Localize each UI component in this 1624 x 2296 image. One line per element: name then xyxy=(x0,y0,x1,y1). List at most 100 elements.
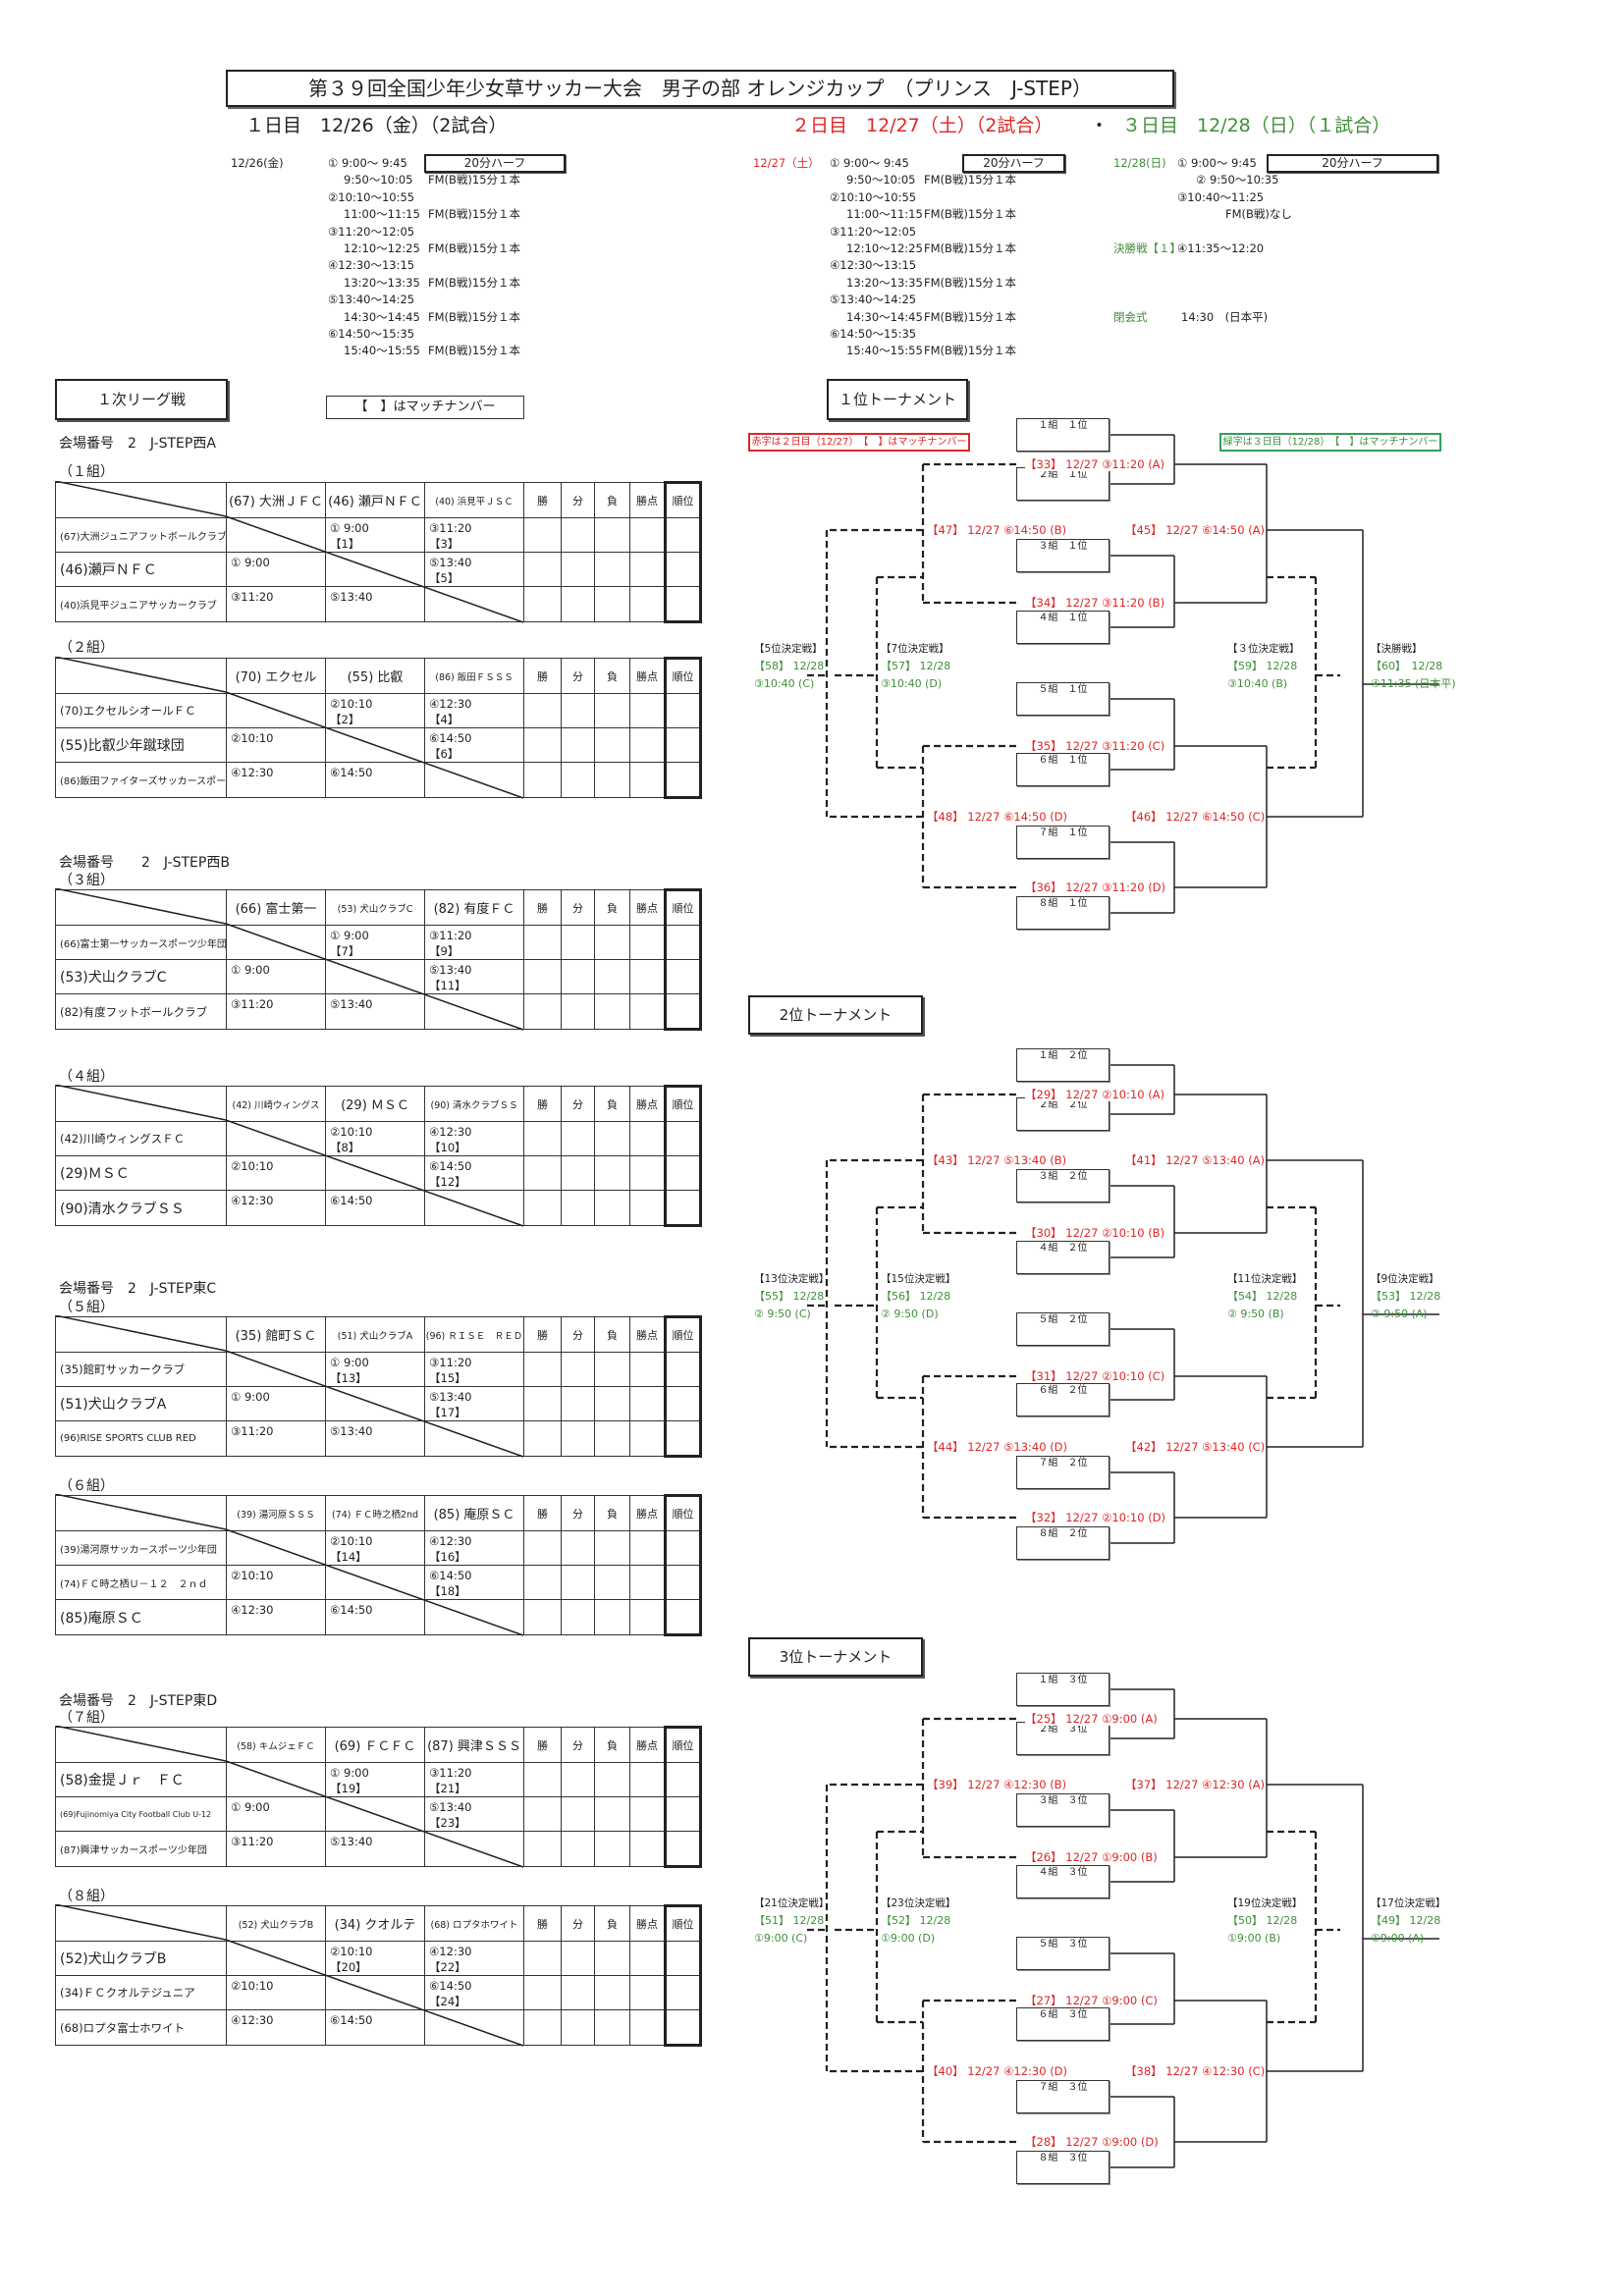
rank-cell[interactable] xyxy=(664,1565,702,1600)
win-cell[interactable] xyxy=(523,925,562,960)
rank-cell[interactable] xyxy=(664,693,702,728)
rank-cell[interactable] xyxy=(664,1386,702,1421)
points-cell[interactable] xyxy=(629,1941,666,1976)
points-cell[interactable] xyxy=(629,552,666,587)
points-cell[interactable] xyxy=(629,1190,666,1226)
loss-cell[interactable] xyxy=(594,1941,630,1976)
win-cell[interactable] xyxy=(523,762,562,798)
loss-cell[interactable] xyxy=(594,586,630,622)
points-cell[interactable] xyxy=(629,1796,666,1832)
points-cell[interactable] xyxy=(629,959,666,994)
points-cell[interactable] xyxy=(629,1530,666,1566)
points-cell[interactable] xyxy=(629,1831,666,1867)
points-cell[interactable] xyxy=(629,1975,666,2010)
win-cell[interactable] xyxy=(523,727,562,763)
loss-cell[interactable] xyxy=(594,925,630,960)
points-cell[interactable] xyxy=(629,1762,666,1797)
rank-cell[interactable] xyxy=(664,1155,702,1191)
win-cell[interactable] xyxy=(523,1352,562,1387)
win-cell[interactable] xyxy=(523,1121,562,1156)
draw-cell[interactable] xyxy=(561,1796,595,1832)
loss-cell[interactable] xyxy=(594,1762,630,1797)
draw-cell[interactable] xyxy=(561,1420,595,1457)
loss-cell[interactable] xyxy=(594,993,630,1030)
loss-cell[interactable] xyxy=(594,1530,630,1566)
draw-cell[interactable] xyxy=(561,1155,595,1191)
win-cell[interactable] xyxy=(523,1941,562,1976)
draw-cell[interactable] xyxy=(561,925,595,960)
draw-cell[interactable] xyxy=(561,1975,595,2010)
loss-cell[interactable] xyxy=(594,1386,630,1421)
loss-cell[interactable] xyxy=(594,959,630,994)
rank-cell[interactable] xyxy=(664,1420,702,1458)
loss-cell[interactable] xyxy=(594,1975,630,2010)
draw-cell[interactable] xyxy=(561,1599,595,1635)
points-cell[interactable] xyxy=(629,1155,666,1191)
points-cell[interactable] xyxy=(629,2009,666,2046)
loss-cell[interactable] xyxy=(594,762,630,798)
draw-cell[interactable] xyxy=(561,552,595,587)
win-cell[interactable] xyxy=(523,1762,562,1797)
draw-cell[interactable] xyxy=(561,1565,595,1600)
win-cell[interactable] xyxy=(523,586,562,622)
rank-cell[interactable] xyxy=(664,517,702,553)
loss-cell[interactable] xyxy=(594,1796,630,1832)
loss-cell[interactable] xyxy=(594,1565,630,1600)
draw-cell[interactable] xyxy=(561,1121,595,1156)
loss-cell[interactable] xyxy=(594,1190,630,1226)
win-cell[interactable] xyxy=(523,517,562,553)
win-cell[interactable] xyxy=(523,1386,562,1421)
points-cell[interactable] xyxy=(629,1352,666,1387)
rank-cell[interactable] xyxy=(664,959,702,994)
loss-cell[interactable] xyxy=(594,552,630,587)
rank-cell[interactable] xyxy=(664,1762,702,1797)
loss-cell[interactable] xyxy=(594,1352,630,1387)
win-cell[interactable] xyxy=(523,1420,562,1457)
win-cell[interactable] xyxy=(523,1155,562,1191)
win-cell[interactable] xyxy=(523,959,562,994)
win-cell[interactable] xyxy=(523,1599,562,1635)
loss-cell[interactable] xyxy=(594,1831,630,1867)
loss-cell[interactable] xyxy=(594,1121,630,1156)
points-cell[interactable] xyxy=(629,727,666,763)
draw-cell[interactable] xyxy=(561,586,595,622)
rank-cell[interactable] xyxy=(664,552,702,587)
win-cell[interactable] xyxy=(523,993,562,1030)
points-cell[interactable] xyxy=(629,762,666,798)
points-cell[interactable] xyxy=(629,517,666,553)
loss-cell[interactable] xyxy=(594,517,630,553)
points-cell[interactable] xyxy=(629,1565,666,1600)
draw-cell[interactable] xyxy=(561,517,595,553)
rank-cell[interactable] xyxy=(664,727,702,763)
loss-cell[interactable] xyxy=(594,727,630,763)
rank-cell[interactable] xyxy=(664,2009,702,2047)
win-cell[interactable] xyxy=(523,552,562,587)
rank-cell[interactable] xyxy=(664,1831,702,1868)
points-cell[interactable] xyxy=(629,1420,666,1457)
draw-cell[interactable] xyxy=(561,693,595,728)
loss-cell[interactable] xyxy=(594,1155,630,1191)
loss-cell[interactable] xyxy=(594,693,630,728)
win-cell[interactable] xyxy=(523,1565,562,1600)
rank-cell[interactable] xyxy=(664,1599,702,1636)
rank-cell[interactable] xyxy=(664,1530,702,1566)
loss-cell[interactable] xyxy=(594,1599,630,1635)
rank-cell[interactable] xyxy=(664,762,702,799)
rank-cell[interactable] xyxy=(664,1121,702,1156)
draw-cell[interactable] xyxy=(561,2009,595,2046)
draw-cell[interactable] xyxy=(561,1386,595,1421)
win-cell[interactable] xyxy=(523,1831,562,1867)
win-cell[interactable] xyxy=(523,1975,562,2010)
rank-cell[interactable] xyxy=(664,1941,702,1976)
points-cell[interactable] xyxy=(629,1386,666,1421)
draw-cell[interactable] xyxy=(561,1941,595,1976)
draw-cell[interactable] xyxy=(561,1530,595,1566)
draw-cell[interactable] xyxy=(561,727,595,763)
draw-cell[interactable] xyxy=(561,993,595,1030)
rank-cell[interactable] xyxy=(664,1975,702,2010)
win-cell[interactable] xyxy=(523,693,562,728)
points-cell[interactable] xyxy=(629,1599,666,1635)
points-cell[interactable] xyxy=(629,586,666,622)
rank-cell[interactable] xyxy=(664,586,702,623)
draw-cell[interactable] xyxy=(561,1190,595,1226)
